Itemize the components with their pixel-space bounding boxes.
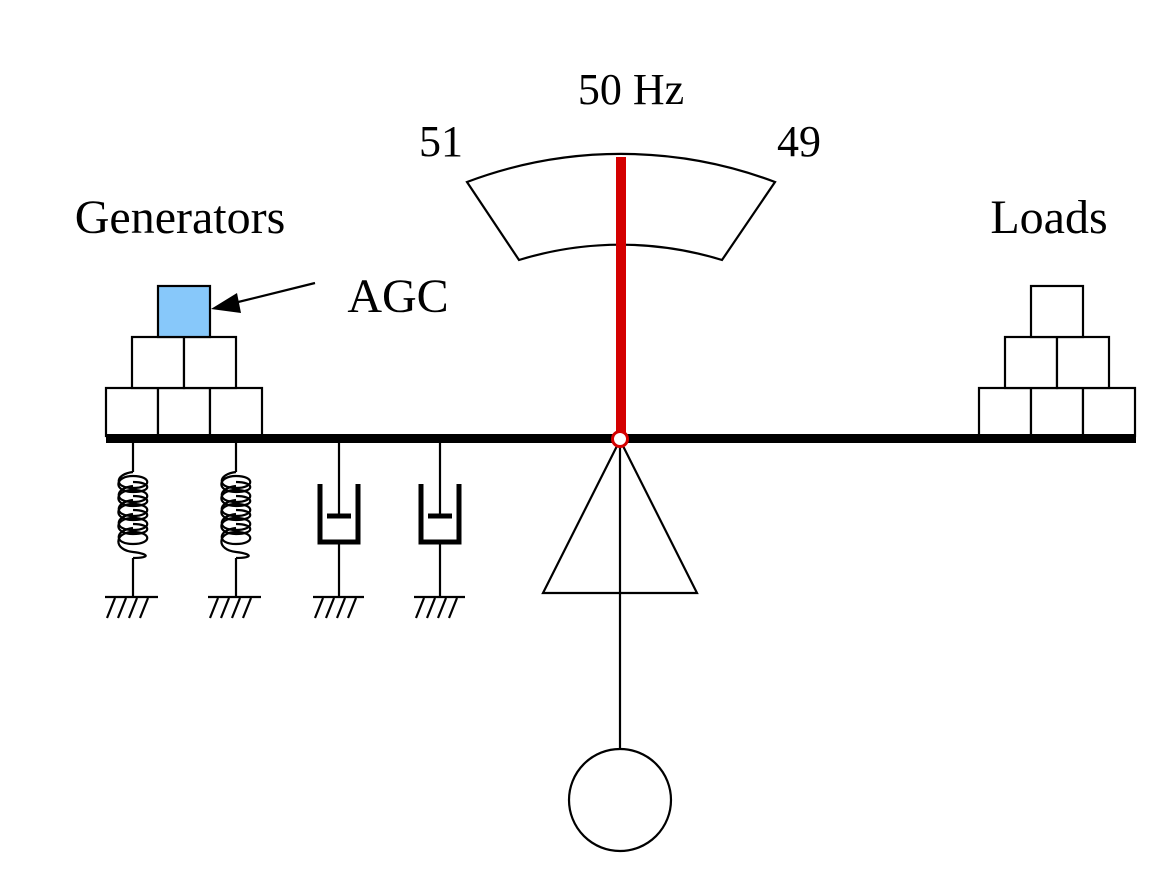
- gauge-right-label: 49: [777, 117, 821, 166]
- generator-blocks: [104, 335, 264, 438]
- damper: [414, 440, 465, 619]
- gauge-center-label: 50 Hz: [578, 65, 684, 114]
- spring: [105, 440, 158, 619]
- load-block: [1055, 335, 1111, 390]
- generator-block: [104, 386, 160, 438]
- agc-arrow-line: [229, 281, 316, 306]
- damper: [313, 440, 364, 619]
- pendulum-bob: [567, 747, 673, 853]
- agc-block: [156, 284, 212, 339]
- gauge-dial: [465, 152, 777, 262]
- load-block: [1081, 386, 1137, 438]
- gauge-left-label: 51: [419, 117, 463, 166]
- generator-block: [208, 386, 264, 438]
- load-blocks: [977, 284, 1137, 438]
- generator-block: [182, 335, 238, 390]
- load-block: [977, 386, 1033, 438]
- generator-block: [130, 335, 186, 390]
- load-block: [1029, 284, 1085, 339]
- generators-label: Generators: [75, 191, 286, 244]
- spring: [208, 440, 261, 619]
- generator-block: [156, 386, 212, 438]
- load-block: [1003, 335, 1059, 390]
- pivot-point: [611, 430, 629, 448]
- loads-label: Loads: [990, 191, 1107, 244]
- load-block: [1029, 386, 1085, 438]
- agc-arrow-head: [211, 293, 241, 313]
- agc-label: AGC: [347, 270, 448, 323]
- frequency-needle: [616, 157, 626, 440]
